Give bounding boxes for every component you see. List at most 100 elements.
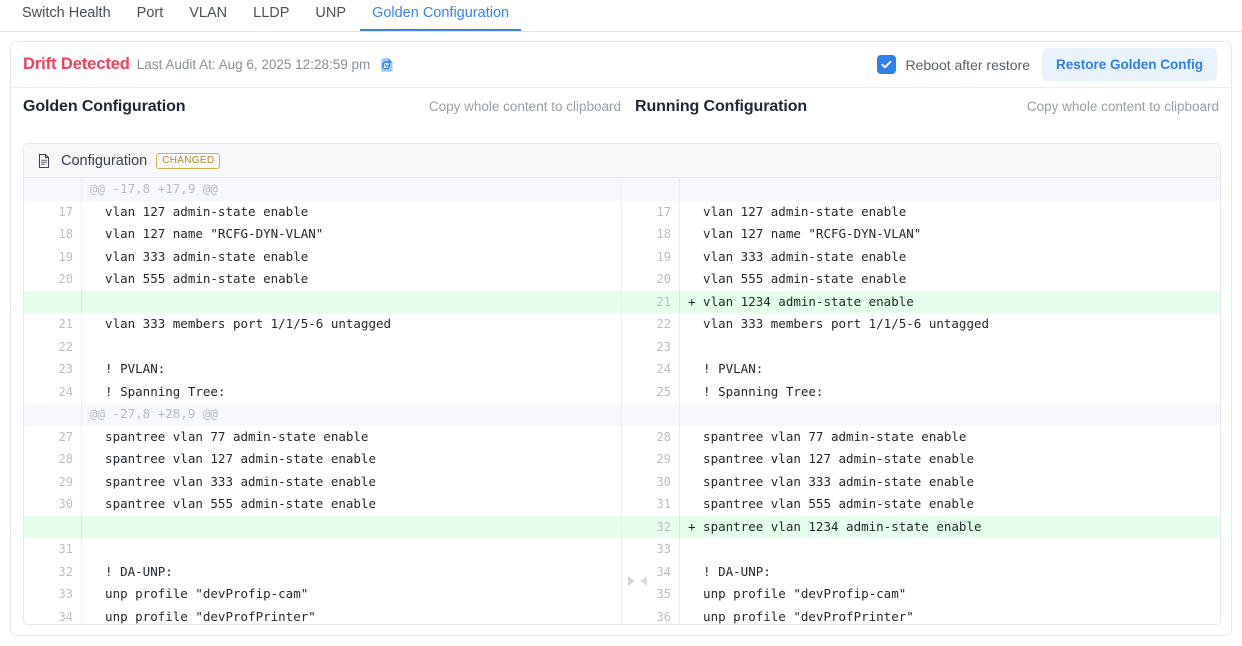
diff-line-number: 20 — [36, 268, 82, 291]
diff-right-cell: 21+ vlan 1234 admin-state enable — [622, 290, 1220, 313]
diff-gutter-edge — [622, 470, 634, 493]
diff-line-number — [36, 515, 82, 538]
diff-code-line — [82, 538, 621, 561]
diff-line-number — [36, 290, 82, 313]
diff-code-line: spantree vlan 77 admin-state enable — [680, 425, 1220, 448]
diff-gutter-edge — [24, 380, 36, 403]
tab-lldp[interactable]: LLDP — [253, 5, 290, 21]
diff-line-number: 27 — [36, 425, 82, 448]
diff-code-line — [82, 290, 621, 313]
diff-left-cell: 24 ! Spanning Tree: — [24, 380, 622, 403]
diff-code-line: vlan 333 members port 1/1/5-6 untagged — [82, 313, 621, 336]
diff-gutter-edge — [622, 605, 634, 624]
diff-gutter-edge — [622, 448, 634, 471]
diff-left-cell: 34 unp profile "devProfPrinter" — [24, 605, 622, 624]
diff-code-line: @@ -27,8 +28,9 @@ — [82, 403, 621, 426]
diff-right-cell — [622, 178, 1220, 201]
diff-gutter-edge — [622, 200, 634, 223]
diff-gutter-edge — [24, 605, 36, 624]
diff-row: 33 unp profile "devProfip-cam"35 unp pro… — [24, 583, 1220, 606]
diff-rows-container[interactable]: @@ -17,8 +17,9 @@17 vlan 127 admin-state… — [24, 178, 1220, 624]
diff-gutter-edge — [24, 358, 36, 381]
diff-gutter-edge — [24, 335, 36, 358]
reboot-after-restore-checkbox[interactable] — [877, 55, 897, 74]
diff-left-cell: @@ -17,8 +17,9 @@ — [24, 178, 622, 201]
diff-gutter-edge — [24, 583, 36, 606]
diff-line-number: 30 — [36, 493, 82, 516]
diff-right-cell: 29 spantree vlan 127 admin-state enable — [622, 448, 1220, 471]
diff-row: 23 ! PVLAN:24 ! PVLAN: — [24, 358, 1220, 381]
diff-gutter-edge — [622, 178, 634, 201]
scroll-left-arrow-icon[interactable] — [640, 576, 647, 586]
diff-row: 18 vlan 127 name "RCFG-DYN-VLAN"18 vlan … — [24, 223, 1220, 246]
diff-code-line: ! Spanning Tree: — [680, 380, 1220, 403]
diff-gutter-edge — [622, 290, 634, 313]
diff-line-number: 34 — [634, 560, 680, 583]
diff-gutter-edge — [622, 425, 634, 448]
diff-code-line: vlan 127 admin-state enable — [82, 200, 621, 223]
diff-gutter-edge — [24, 448, 36, 471]
diff-code-line: vlan 555 admin-state enable — [680, 268, 1220, 291]
diff-code-line: ! PVLAN: — [82, 358, 621, 381]
diff-gutter-edge — [622, 583, 634, 606]
diff-code-line: spantree vlan 555 admin-state enable — [82, 493, 621, 516]
diff-file-bar: Configuration CHANGED — [24, 144, 1220, 178]
diff-left-cell: 22 — [24, 335, 622, 358]
restore-golden-config-button[interactable]: Restore Golden Config — [1041, 48, 1217, 81]
diff-gutter-edge — [622, 403, 634, 426]
scroll-right-arrow-icon[interactable] — [628, 576, 635, 586]
diff-row: @@ -17,8 +17,9 @@ — [24, 178, 1220, 201]
diff-line-number: 34 — [36, 605, 82, 624]
diff-line-number: 30 — [634, 470, 680, 493]
diff-gutter-edge — [24, 425, 36, 448]
document-sync-icon[interactable] — [378, 55, 398, 75]
diff-gutter-edge — [622, 380, 634, 403]
diff-line-number: 28 — [634, 425, 680, 448]
golden-config-title: Golden Configuration — [23, 98, 186, 115]
diff-code-line — [680, 403, 1220, 426]
diff-row: 34 unp profile "devProfPrinter"36 unp pr… — [24, 605, 1220, 624]
diff-left-cell: 28 spantree vlan 127 admin-state enable — [24, 448, 622, 471]
tab-unp[interactable]: UNP — [315, 5, 347, 21]
diff-left-cell: 27 spantree vlan 77 admin-state enable — [24, 425, 622, 448]
diff-code-line: + vlan 1234 admin-state enable — [680, 290, 1220, 313]
tab-port[interactable]: Port — [136, 5, 164, 21]
diff-code-line: vlan 333 members port 1/1/5-6 untagged — [680, 313, 1220, 336]
diff-line-number: 21 — [36, 313, 82, 336]
diff-gutter-edge — [622, 335, 634, 358]
copy-golden-config-link[interactable]: Copy whole content to clipboard — [428, 99, 621, 114]
diff-line-number: 22 — [36, 335, 82, 358]
diff-line-number: 21 — [634, 290, 680, 313]
diff-gutter-edge — [24, 178, 36, 201]
copy-running-config-link[interactable]: Copy whole content to clipboard — [1026, 99, 1219, 114]
diff-code-line: unp profile "devProfPrinter" — [82, 605, 621, 624]
panel-headings: Golden Configuration Copy whole content … — [11, 88, 1231, 126]
diff-left-cell: 29 spantree vlan 333 admin-state enable — [24, 470, 622, 493]
diff-line-number: 20 — [634, 268, 680, 291]
diff-line-number: 35 — [634, 583, 680, 606]
tab-vlan[interactable]: VLAN — [189, 5, 228, 21]
diff-row: @@ -27,8 +28,9 @@ — [24, 403, 1220, 426]
tab-switch-health[interactable]: Switch Health — [22, 5, 111, 21]
diff-line-number: 23 — [634, 335, 680, 358]
diff-row: 29 spantree vlan 333 admin-state enable 3… — [24, 470, 1220, 493]
diff-code-line: ! Spanning Tree: — [82, 380, 621, 403]
tab-bar: Switch Health Port VLAN LLDP UNP Golden Confi… — [0, 0, 1242, 32]
diff-code-line: spantree vlan 333 admin-state enable — [680, 470, 1220, 493]
reboot-after-restore-label[interactable]: Reboot after restore — [905, 56, 1030, 73]
last-audit-text: Last Audit At: Aug 6, 2025 12:28:59 pm — [136, 57, 371, 72]
diff-row: 22 23 — [24, 335, 1220, 358]
drift-status-label: Drift Detected — [23, 55, 130, 73]
diff-left-cell: 21 vlan 333 members port 1/1/5-6 untagge… — [24, 313, 622, 336]
diff-left-cell: @@ -27,8 +28,9 @@ — [24, 403, 622, 426]
diff-gutter-edge — [622, 538, 634, 561]
diff-right-cell: 19 vlan 333 admin-state enable — [622, 245, 1220, 268]
tab-golden-configuration[interactable]: Golden Configuration — [360, 5, 522, 31]
diff-line-number: 24 — [634, 358, 680, 381]
diff-left-cell: 20 vlan 555 admin-state enable — [24, 268, 622, 291]
